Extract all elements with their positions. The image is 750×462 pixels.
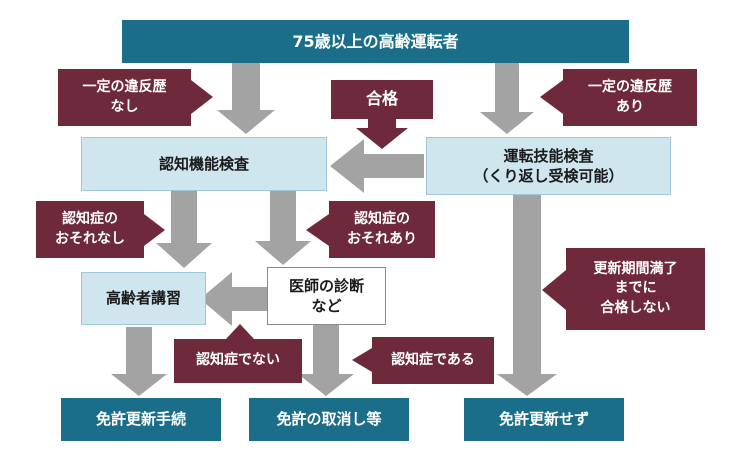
tag-expired-fail-line1: 更新期間満了 (593, 260, 678, 277)
doctor-box: 医師の診断 など (267, 267, 386, 325)
tag-not-dementia-label: 認知症でない (196, 352, 280, 369)
arrow-doctor-to-revocation (298, 325, 354, 396)
tag-no-violation: 一定の違反歴 なし (58, 69, 191, 126)
arrow-title-to-cognitive (217, 63, 275, 134)
lecture-box: 高齢者講習 (81, 272, 206, 325)
arrow-doctor-to-lecture (200, 272, 267, 326)
tag-shape-expired-fail (542, 248, 705, 330)
no-renewal-box: 免許更新せず (464, 398, 624, 441)
tag-is-dementia-label: 認知症である (391, 351, 475, 368)
tag-shape-no-dementia-risk (36, 201, 165, 258)
tag-shape-not-dementia (174, 324, 302, 383)
doctor-note: など (311, 297, 342, 315)
tag-no-dementia-risk: 認知症の おそれなし (36, 201, 144, 258)
driving-test-label: 運転技能検査 (503, 146, 594, 165)
tag-dementia-risk-line1: 認知症の (354, 210, 410, 227)
tag-shape-is-dementia (352, 337, 494, 384)
arrow-cognitive-to-doctor (255, 190, 311, 265)
tag-no-dementia-risk-line2: おそれなし (55, 230, 125, 247)
tag-with-violation-line1: 一定の違反歴 (588, 78, 672, 95)
renewal-label: 免許更新手続 (95, 410, 186, 429)
tag-no-violation-line2: なし (110, 98, 139, 115)
revocation-label: 免許の取消し等 (276, 410, 382, 429)
tag-shape-no-violation (58, 69, 213, 126)
arrow-driving-to-cognitive (330, 139, 424, 193)
tag-no-violation-line1: 一定の違反歴 (82, 78, 167, 95)
tag-with-violation-line2: あり (616, 98, 644, 115)
cognitive-test-box: 認知機能検査 (81, 137, 327, 191)
tag-is-dementia: 認知症である (372, 337, 494, 384)
doctor-label: 医師の診断 (288, 276, 364, 295)
tag-pass-label: 合格 (365, 89, 398, 109)
tag-dementia-risk-line2: おそれあり (347, 230, 417, 247)
tag-with-violation: 一定の違反歴 あり (563, 69, 697, 126)
revocation-box: 免許の取消し等 (249, 398, 409, 441)
driving-test-note: （くり返し受検可能） (473, 167, 624, 185)
tag-expired-fail-line2: までに (614, 280, 657, 297)
lecture-label: 高齢者講習 (105, 289, 181, 308)
driving-test-box: 運転技能検査 （くり返し受検可能） (426, 137, 671, 195)
tag-shape-with-violation (540, 69, 697, 126)
cognitive-test-label: 認知機能検査 (158, 154, 249, 173)
tag-shape-dementia-risk (306, 201, 435, 258)
tag-not-dementia: 認知症でない (174, 339, 302, 383)
title-label: 75歳以上の高齢運転者 (292, 31, 459, 51)
tag-expired-fail-line3: 合格しない (600, 299, 671, 316)
tag-dementia-risk: 認知症の おそれあり (329, 201, 435, 258)
arrow-driving-to-no-renewal (497, 195, 557, 396)
tag-no-dementia-risk-line1: 認知症の (62, 210, 118, 227)
no-renewal-label: 免許更新せず (498, 410, 589, 429)
tag-pass: 合格 (331, 80, 433, 119)
tag-shape-pass (331, 80, 433, 149)
arrow-title-to-driving (480, 63, 534, 134)
title-box: 75歳以上の高齢運転者 (122, 20, 629, 63)
tag-expired-fail: 更新期間満了 までに 合格しない (566, 248, 705, 330)
arrow-cognitive-to-lecture (156, 190, 212, 268)
arrow-lecture-to-renewal (111, 327, 167, 396)
renewal-box: 免許更新手続 (61, 398, 221, 441)
